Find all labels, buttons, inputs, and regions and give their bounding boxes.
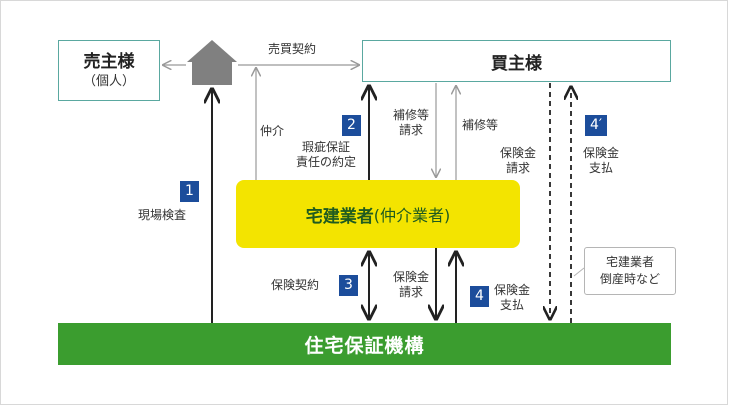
badge-step-4prime: 4′ [585, 115, 607, 136]
seller-subtitle: （個人） [82, 73, 135, 89]
note-line1: 宅建業者 [605, 255, 654, 269]
badge-step-1: 1 [180, 181, 199, 202]
label-claim-bottom-line2: 請求 [399, 285, 424, 299]
broker-title: 宅建業者 [305, 206, 374, 227]
label-claim-bottom-line1: 保険金 [393, 270, 430, 284]
badge-step-3: 3 [339, 275, 358, 296]
label-insurance-contract: 保険契約 [271, 278, 320, 292]
label-warranty: 瑕疵保証 責任の約定 [296, 140, 356, 170]
label-repair: 補修等 [462, 118, 499, 133]
label-pay-bottom-line1: 保険金 [494, 283, 531, 297]
label-claim-bottom: 保険金 請求 [393, 270, 429, 300]
broker-subtitle: (仲介業者) [373, 206, 451, 225]
seller-title: 売主様 [83, 51, 135, 72]
broker-box: 宅建業者(仲介業者) [236, 180, 520, 248]
label-warranty-line2: 責任の約定 [296, 155, 357, 169]
house-icon [187, 40, 237, 85]
note-line2: 倒産時など [599, 272, 660, 286]
label-site-inspection: 現場検査 [138, 208, 187, 222]
badge-step-2: 2 [342, 115, 361, 136]
note-bankruptcy: 宅建業者 倒産時など [584, 247, 676, 295]
label-repair-request: 補修等 請求 [393, 108, 429, 138]
buyer-title: 買主様 [491, 53, 542, 74]
warranty-org-title: 住宅保証機構 [304, 334, 425, 357]
label-pay-top-line1: 保険金 [583, 146, 620, 160]
label-pay-bottom-line2: 支払 [500, 298, 525, 312]
label-claim-top-line2: 請求 [506, 161, 531, 175]
label-pay-top: 保険金 支払 [583, 146, 619, 176]
badge-step-4: 4 [470, 286, 489, 307]
warranty-org-box: 住宅保証機構 [58, 323, 671, 365]
label-claim-top: 保険金 請求 [500, 146, 536, 176]
label-pay-bottom: 保険金 支払 [494, 283, 530, 313]
label-repair-request-line2: 請求 [399, 123, 424, 137]
label-pay-top-line2: 支払 [589, 161, 614, 175]
label-sale-contract: 売買契約 [268, 42, 317, 57]
label-claim-top-line1: 保険金 [500, 146, 537, 160]
seller-box: 売主様 （個人） [58, 40, 160, 101]
label-warranty-line1: 瑕疵保証 [302, 140, 351, 154]
label-intermediary: 仲介 [260, 124, 285, 139]
note-connector [573, 267, 585, 277]
label-repair-request-line1: 補修等 [393, 108, 430, 122]
buyer-box: 買主様 [362, 40, 671, 82]
